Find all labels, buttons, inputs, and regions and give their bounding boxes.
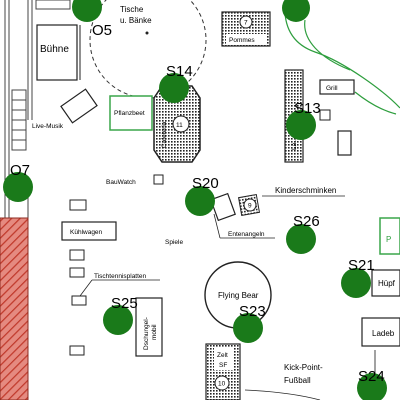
tent-sf: Zelt SF 10 [205, 343, 241, 400]
face-painting-number: 9 [248, 203, 252, 210]
station-marker-label-s21: S21 [348, 257, 375, 274]
jungle-mobile: Dschungel- mobil [135, 297, 163, 357]
station-marker-s21[interactable] [341, 268, 371, 298]
station-marker-label-s24: S24 [358, 368, 385, 385]
grill-stand: Grill [319, 79, 355, 95]
small-box-1 [337, 130, 352, 156]
bouncy-castle-label: Hüpf [378, 279, 396, 288]
kick-point-label-1: Kick-Point- [284, 363, 323, 372]
bauwatch: BauWatch [106, 174, 164, 186]
bouncy-castle: Hüpf [371, 269, 400, 297]
right-edge-p-label: P [386, 235, 391, 244]
pommes-number: 7 [244, 20, 248, 27]
station-marker-s24[interactable] [357, 373, 387, 400]
charging-bus: Ladeb [361, 317, 400, 347]
cafeteria-number-badge [172, 115, 190, 133]
tent-number: 10 [218, 381, 226, 388]
flying-bear-label: Flying Bear [218, 291, 259, 300]
stage-label: Bühne [40, 44, 69, 55]
tables-label-1: Tische [120, 5, 144, 14]
stage-area: Bühne [36, 24, 81, 81]
grill-label: Grill [326, 85, 338, 92]
plant-bed-label: Pflanzbeet [114, 110, 145, 117]
tables-area: Tische u. Bänke [89, 0, 207, 99]
ladder-rungs [11, 89, 27, 151]
station-marker-s26[interactable] [286, 224, 316, 254]
cafeteria-label: Cafeteria [161, 121, 168, 148]
bauwatch-label: BauWatch [106, 179, 136, 186]
green-boundary-line [284, 1, 400, 115]
station-marker-s23[interactable] [233, 313, 263, 343]
table-tennis: Tischtennisplatten [69, 267, 160, 356]
tent-number-badge [214, 375, 230, 391]
station-marker-s13[interactable] [286, 110, 316, 140]
games-label: Spiele [165, 239, 183, 246]
plant-bed: Pflanzbeet [109, 95, 153, 131]
station-marker-label-s20: S20 [192, 175, 219, 192]
kick-point-soccer: Kick-Point- Fußball [244, 363, 323, 400]
station-marker-top[interactable] [282, 0, 310, 22]
duck-fishing-label: Entenangeln [228, 231, 265, 238]
pommes-stand: 7 Pommes [221, 11, 271, 47]
table-tennis-label: Tischtennisplatten [94, 273, 147, 280]
station-marker-s25[interactable] [103, 305, 133, 335]
station-marker-label-s23: S23 [239, 303, 266, 320]
live-music: Live-Musik [32, 88, 98, 130]
tent-label-2: SF [219, 362, 227, 369]
flying-bear: Flying Bear [204, 261, 272, 329]
duck-fishing: Entenangeln [210, 192, 275, 239]
station-marker-label-s14: S14 [166, 63, 193, 80]
station-marker-label-o7: O7 [10, 162, 30, 179]
station-marker-s14[interactable] [159, 73, 189, 103]
station-marker-label-o5: O5 [92, 22, 112, 39]
face-painting-stand: 9 Kinderschminken [237, 186, 345, 217]
fridge-wagon: Kühlwagen [61, 199, 117, 261]
top-left-box [35, 0, 71, 10]
red-hatched-building [0, 217, 29, 400]
station-marker-o5[interactable] [72, 0, 102, 22]
station-marker-s20[interactable] [185, 186, 215, 216]
cafeteria-number: 11 [176, 122, 183, 129]
pommes-label: Pommes [229, 37, 255, 44]
live-music-label: Live-Musik [32, 123, 64, 130]
station-marker-label-s25: S25 [111, 295, 138, 312]
right-edge-p-area: P [379, 217, 400, 255]
station-marker-o7[interactable] [3, 172, 33, 202]
tent-label-1: Zelt [217, 352, 228, 359]
station-marker-label-s26: S26 [293, 213, 320, 230]
hatched-building-label: Lä... [291, 137, 298, 150]
tables-label-2: u. Bänke [120, 16, 152, 25]
jungle-mobile-label-1: Dschungel- [143, 317, 150, 350]
face-painting-label: Kinderschminken [275, 186, 336, 195]
cafeteria-building: Cafeteria 11 [153, 85, 201, 163]
small-box-2 [319, 109, 331, 121]
fridge-wagon-label: Kühlwagen [70, 229, 103, 236]
charging-bus-label: Ladeb [372, 329, 395, 338]
station-marker-label-s13: S13 [294, 100, 321, 117]
face-painting-number-badge [243, 198, 257, 212]
pommes-number-badge [239, 15, 253, 29]
jungle-mobile-label-2: mobil [151, 324, 158, 340]
kick-point-label-2: Fußball [284, 376, 311, 385]
